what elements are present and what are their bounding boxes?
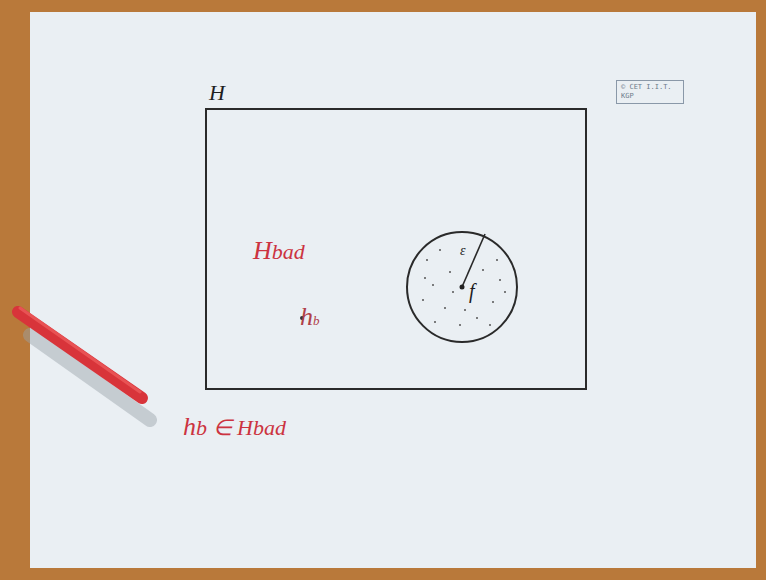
center-name: f — [469, 280, 475, 303]
point-name: hb — [300, 302, 320, 332]
epsilon-ball: εf — [405, 230, 519, 344]
radius-symbol: ε — [460, 243, 466, 259]
paper-sheet — [30, 12, 756, 568]
copyright-stamp: © CET I.I.T. KGP — [616, 80, 684, 104]
set-name: Hbad — [253, 236, 305, 266]
set-name: H — [209, 80, 225, 106]
membership-note: hb ∈ Hbad — [183, 412, 286, 442]
